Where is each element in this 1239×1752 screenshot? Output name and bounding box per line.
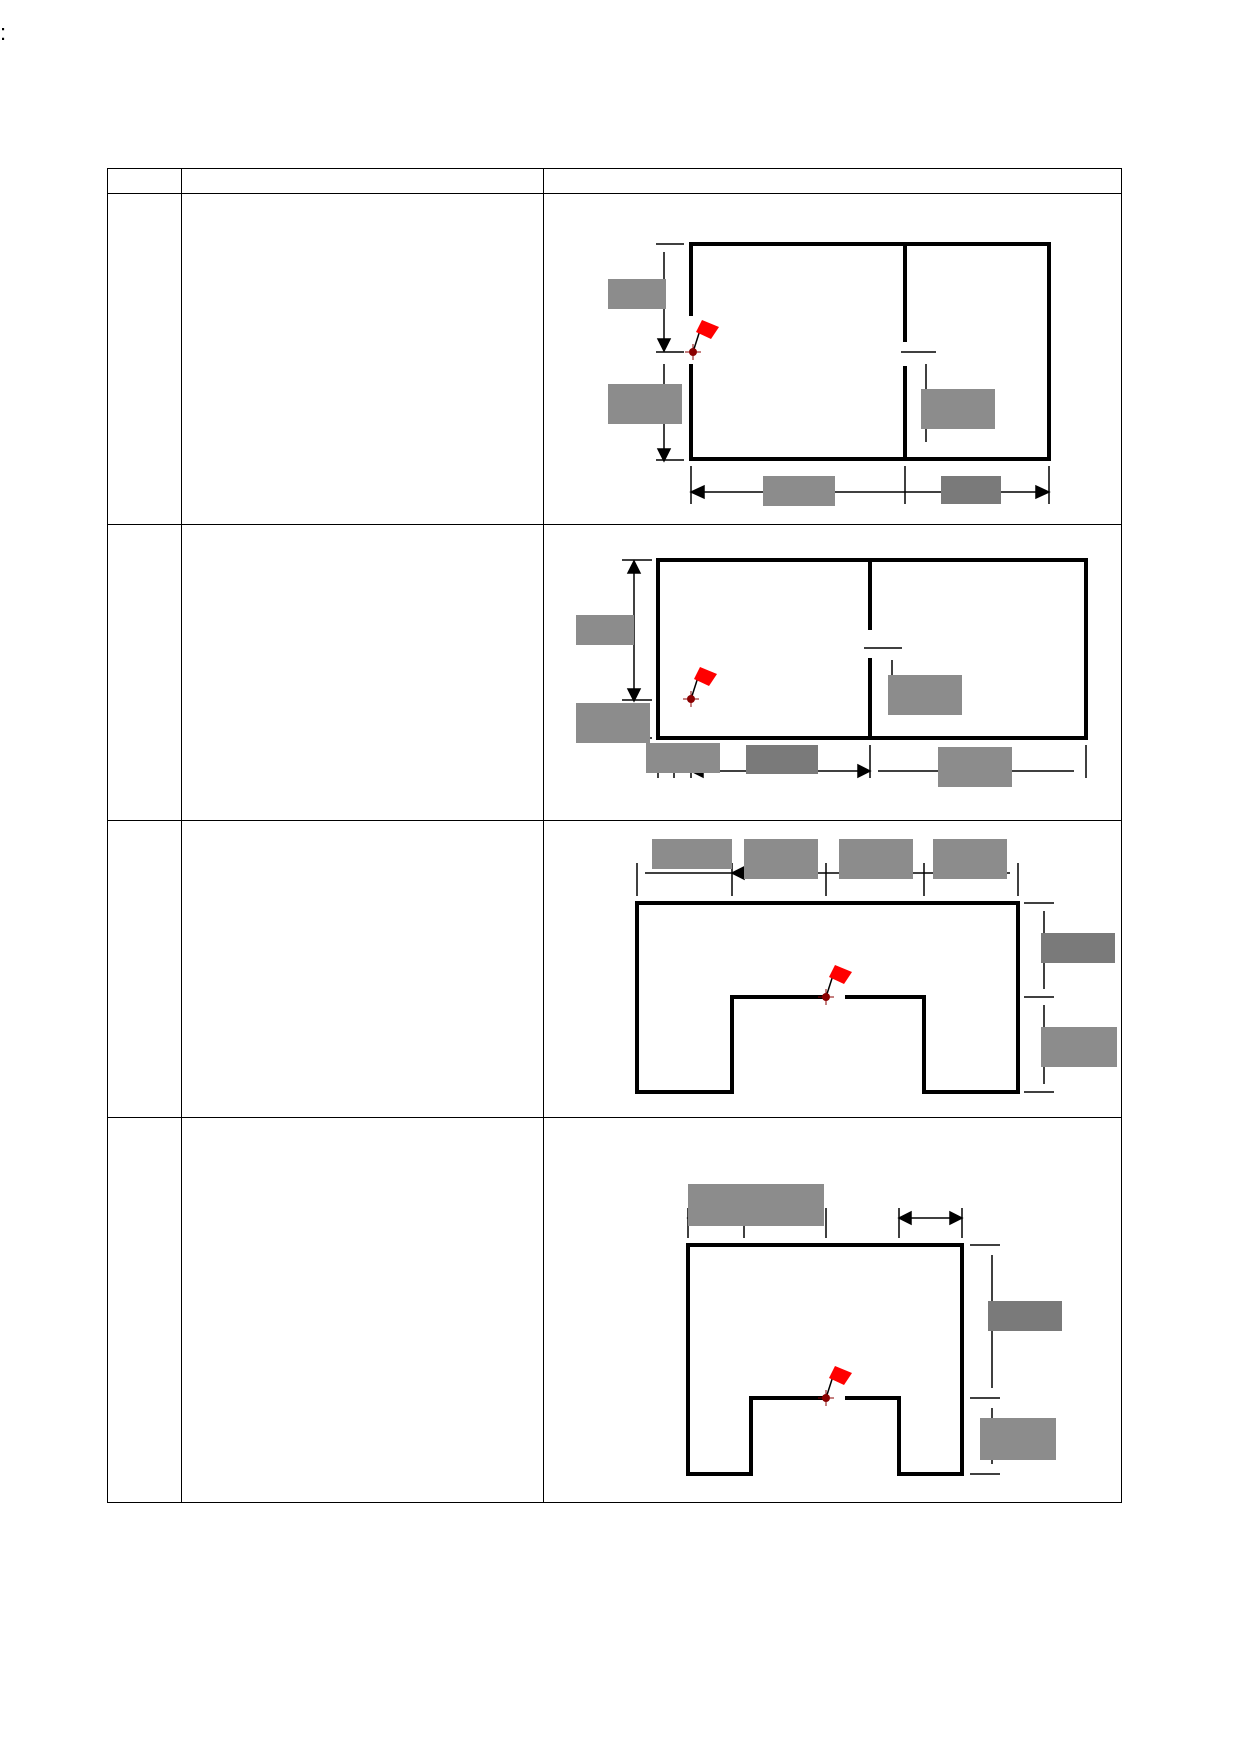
row-number-cell xyxy=(107,1117,182,1503)
row-diagram-cell xyxy=(543,1117,1122,1503)
row-diagram-cell xyxy=(543,193,1122,525)
dimension-lines xyxy=(686,1208,1000,1475)
redaction-boxes xyxy=(652,839,1117,1067)
row-diagram-cell xyxy=(543,524,1122,821)
row-diagram-cell xyxy=(543,820,1122,1118)
row-number-cell xyxy=(107,820,182,1118)
header-cell-description xyxy=(181,168,544,194)
red-flag-icon xyxy=(683,667,717,707)
plan-walls xyxy=(635,901,1020,1094)
table-row xyxy=(107,820,1122,1118)
floor-plan-diagram xyxy=(635,839,1117,1094)
dimension-lines xyxy=(656,243,1051,504)
row-description-cell xyxy=(181,1117,544,1503)
floor-plan-diagram xyxy=(686,1184,1062,1476)
row-description-cell xyxy=(181,820,544,1118)
table-row xyxy=(107,193,1122,525)
floor-plan-diagram xyxy=(608,242,1051,506)
redaction-boxes xyxy=(576,615,1012,787)
row-description-cell xyxy=(181,193,544,525)
table-row xyxy=(107,524,1122,821)
redaction-boxes xyxy=(688,1184,1062,1460)
red-flag-icon xyxy=(818,965,852,1005)
table-row xyxy=(107,1117,1122,1503)
red-flag-icon xyxy=(685,320,719,360)
red-flag-icon xyxy=(818,1366,852,1406)
row-description-cell xyxy=(181,524,544,821)
table-header-row xyxy=(107,168,1122,194)
redaction-boxes xyxy=(608,279,1001,506)
header-cell-number xyxy=(107,168,182,194)
row-number-cell xyxy=(107,524,182,821)
header-cell-diagram xyxy=(543,168,1122,194)
plan-walls xyxy=(689,242,1051,461)
floor-plan-diagram xyxy=(576,558,1088,787)
plan-walls xyxy=(686,1243,964,1476)
document-table xyxy=(107,168,1122,1503)
plan-walls xyxy=(656,558,1088,740)
corner-mark: : xyxy=(0,20,7,45)
row-number-cell xyxy=(107,193,182,525)
